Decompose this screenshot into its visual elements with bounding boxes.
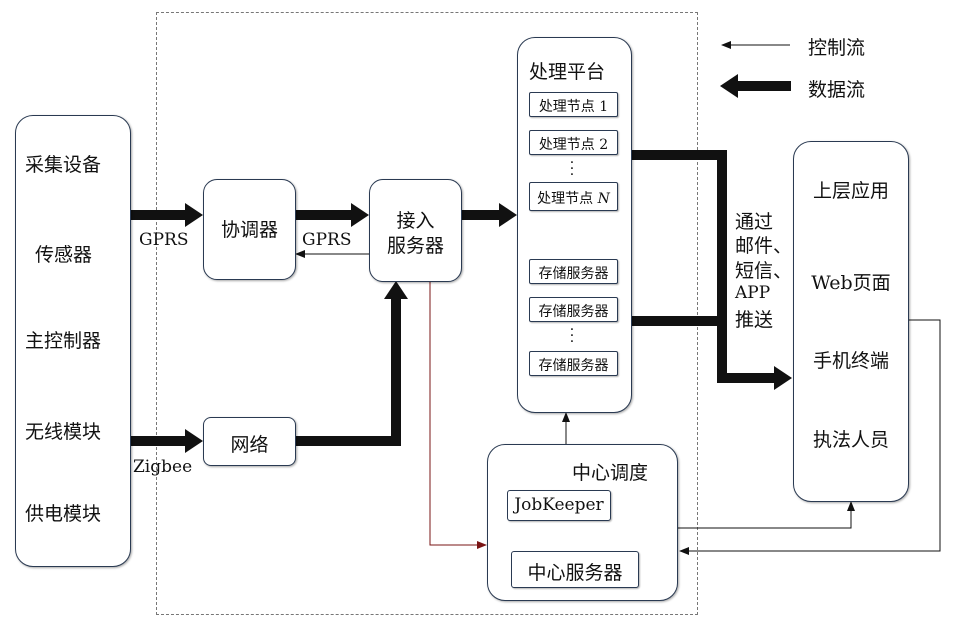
storage-server-3: [529, 351, 618, 376]
upper-apps-box: [793, 141, 909, 502]
processing-node-1-label: 处理节点 1: [538, 99, 609, 115]
push-label-line1: 通过: [735, 211, 774, 233]
control-arrow-access-center: [429, 282, 487, 549]
access-server-box: [369, 179, 462, 282]
upper-apps-title: 上层应用: [812, 180, 889, 202]
legend-data-label: 数据流: [808, 79, 866, 101]
processing-node-n-label: 处理节点 N: [537, 191, 610, 207]
processing-node-n: [529, 182, 618, 211]
data-arrow-platform-apps: [632, 150, 792, 390]
legend-control-label: 控制流: [808, 37, 866, 59]
processing-node-2-label: 处理节点 2: [538, 137, 609, 153]
network-box: [203, 417, 296, 466]
center-dispatch-title: 中心调度: [572, 462, 649, 484]
node-ellipsis: ···: [569, 155, 575, 183]
data-arrow-device-coordinator: [130, 203, 203, 227]
system-boundary: [156, 12, 698, 615]
gprs-label-left: GPRS: [139, 230, 189, 250]
network-label: 网络: [230, 434, 269, 456]
jobkeeper-label: JobKeeper: [514, 495, 604, 515]
processing-node-1: [529, 92, 618, 117]
gprs-label-mid: GPRS: [302, 230, 352, 250]
data-arrow-device-network: [130, 429, 203, 453]
control-arrow-apps-center: [679, 319, 941, 555]
legend-data-arrow: [720, 74, 791, 98]
control-arrow-center-apps: [678, 501, 855, 529]
storage-server-1: [529, 259, 618, 284]
storage-server-2: [529, 297, 618, 322]
center-server-box: [511, 551, 639, 588]
push-label-line4: APP: [735, 283, 771, 303]
access-server-label-line1: 接入: [396, 210, 435, 232]
jobkeeper-box: [507, 490, 611, 521]
coordinator-box: [203, 179, 296, 280]
power-module-label: 供电模块: [25, 503, 102, 525]
access-server-label-line2: 服务器: [386, 235, 444, 257]
main-controller-label: 主控制器: [25, 330, 102, 352]
push-label-line2: 邮件、: [735, 235, 793, 257]
web-page-label: Web页面: [811, 272, 891, 294]
center-server-label: 中心服务器: [527, 562, 623, 584]
storage-server-2-label: 存储服务器: [538, 304, 609, 320]
wireless-module-label: 无线模块: [25, 421, 102, 443]
push-label-line5: 推送: [735, 309, 774, 331]
storage-ellipsis: ···: [569, 322, 575, 350]
data-arrow-access-platform: [462, 203, 517, 227]
data-arrow-network-access: [296, 281, 408, 446]
push-label-line3: 短信、: [735, 260, 793, 282]
coordinator-label: 协调器: [220, 219, 278, 241]
storage-server-3-label: 存储服务器: [538, 358, 609, 374]
law-enforcer-label: 执法人员: [812, 429, 889, 451]
sensor-label: 传感器: [35, 244, 93, 266]
mobile-terminal-label: 手机终端: [812, 350, 889, 372]
processing-platform-title: 处理平台: [529, 61, 606, 83]
data-arrow-coordinator-access: [296, 203, 369, 227]
processing-node-2: [529, 130, 618, 155]
zigbee-label: Zigbee: [133, 457, 193, 477]
collect-device-title: 采集设备: [25, 154, 102, 176]
storage-server-1-label: 存储服务器: [538, 266, 609, 282]
collect-device-box: [15, 115, 131, 567]
